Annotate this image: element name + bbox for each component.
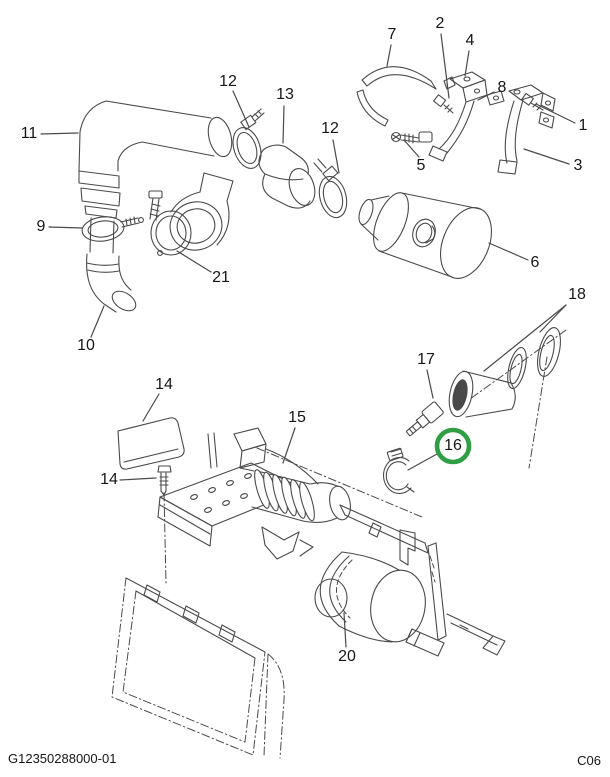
callout-label-14: 14 <box>155 376 173 393</box>
leader-line-14 <box>142 393 160 422</box>
leader-line-1 <box>535 103 576 124</box>
leader-line-5 <box>403 139 420 158</box>
callout-label-21: 21 <box>212 269 230 286</box>
leader-lines-layer <box>40 33 576 648</box>
callout-label-17: 17 <box>417 351 435 368</box>
sheet-code: C06 <box>577 753 601 768</box>
leader-line-17 <box>426 369 434 399</box>
part-fitting-17 <box>406 401 444 437</box>
callout-label-3: 3 <box>573 157 583 174</box>
callout-label-16-highlighted: 16 <box>444 437 462 454</box>
callout-label-10: 10 <box>77 337 95 354</box>
structure-support-beam <box>261 504 429 566</box>
leader-line-14 <box>119 477 157 481</box>
part-intake-elbow-pipe <box>78 100 233 254</box>
callout-label-20: 20 <box>338 648 356 665</box>
part-outlet-tube <box>448 370 516 418</box>
part-bolt-5 <box>390 131 433 144</box>
part-hose-clamp-16 <box>383 447 415 495</box>
part-bracket-4-8 <box>428 71 505 162</box>
leader-line-15 <box>282 427 296 464</box>
leader-line-20 <box>343 612 347 648</box>
part-air-cleaner-6 <box>358 192 492 279</box>
leader-line-16 <box>407 453 438 471</box>
part-hose-10 <box>86 253 137 313</box>
callout-label-18: 18 <box>568 286 586 303</box>
part-hose-clamp-12-right <box>313 158 348 219</box>
callout-label-2: 2 <box>435 15 445 32</box>
leader-line-10 <box>90 305 105 338</box>
callout-label-6: 6 <box>530 254 540 271</box>
part-hose-clamp-9 <box>81 216 144 242</box>
leader-line-12 <box>232 90 250 128</box>
leader-line-7 <box>386 44 392 67</box>
callout-label-1: 1 <box>578 117 588 134</box>
part-seal-strip-14 <box>117 417 185 470</box>
part-support-strap-7 <box>356 66 437 127</box>
leader-line-11 <box>40 132 79 135</box>
part-screw-14 <box>157 465 172 496</box>
leader-line-4 <box>464 50 470 77</box>
highlight-circle-layer <box>434 427 472 465</box>
leader-line-18 <box>539 304 567 333</box>
part-intake-duct-15 <box>157 427 351 547</box>
callout-label-14: 14 <box>100 471 118 488</box>
callout-label-8: 8 <box>497 79 507 96</box>
callout-label-5: 5 <box>416 157 426 174</box>
callout-label-4: 4 <box>465 32 475 49</box>
highlight-circle <box>434 427 472 465</box>
structure-cowl-chain-lines <box>163 447 423 584</box>
part-turbo-inlet <box>169 172 234 251</box>
part-vband-clamp-21 <box>148 190 192 256</box>
callout-label-7: 7 <box>387 26 397 43</box>
structure-side-wall <box>427 542 447 641</box>
callout-label-9: 9 <box>36 218 46 235</box>
structure-radiator-frame <box>111 577 285 759</box>
leader-line-3 <box>523 148 570 165</box>
part-air-cleaner-installed-20 <box>314 551 426 643</box>
callout-label-11: 11 <box>20 125 38 142</box>
leader-line-12 <box>332 139 340 174</box>
leader-line-18 <box>483 304 567 372</box>
drawing-number: G12350288000-01 <box>8 751 117 766</box>
leader-line-8 <box>477 91 495 101</box>
leader-line-2 <box>440 33 450 99</box>
leader-line-21 <box>176 250 212 273</box>
part-hose-clamp-12-left <box>232 108 265 169</box>
leader-line-6 <box>488 242 529 261</box>
callout-label-13: 13 <box>276 86 294 103</box>
part-bracket-3 <box>497 84 556 175</box>
leader-line-9 <box>48 226 83 229</box>
callout-label-12: 12 <box>219 73 237 90</box>
callout-label-15: 15 <box>288 409 306 426</box>
structure-frame-rails <box>405 613 506 657</box>
part-hump-hose-13 <box>258 144 316 209</box>
callout-label-12: 12 <box>321 120 339 137</box>
leader-line-13 <box>282 105 285 144</box>
part-gasket-rings-18 <box>469 327 567 469</box>
part-bolt-2 <box>433 94 454 114</box>
